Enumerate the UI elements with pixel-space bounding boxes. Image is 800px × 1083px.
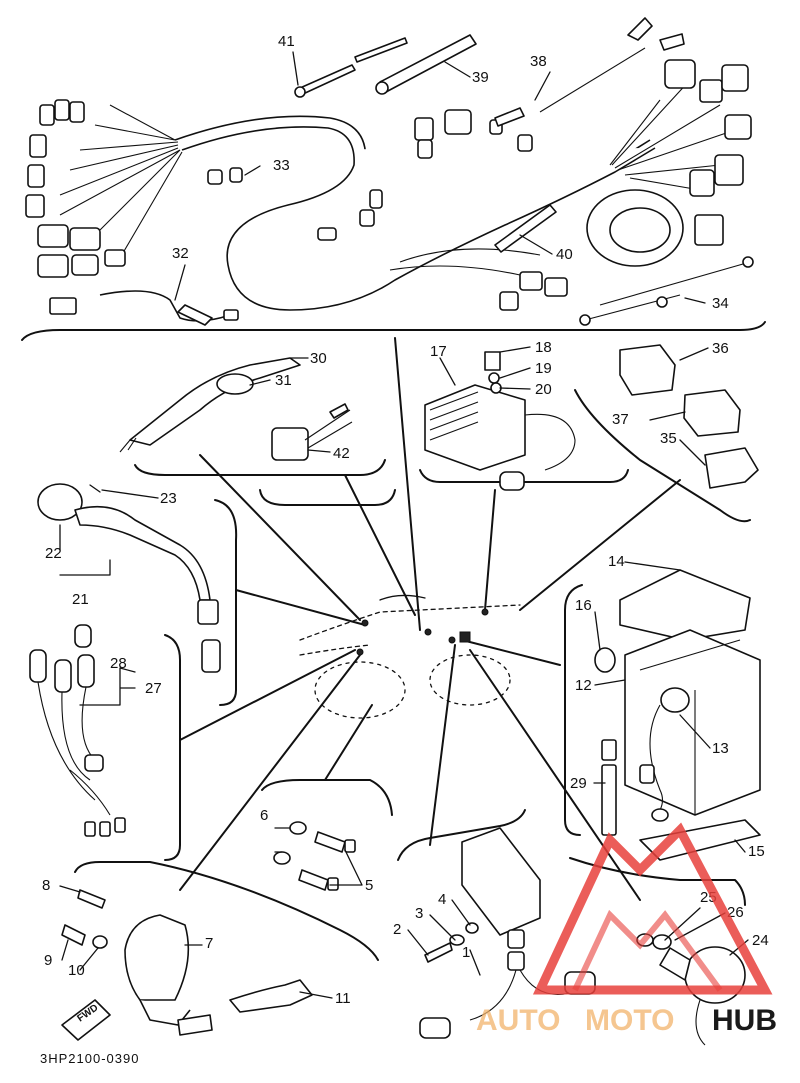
ignition-coil: FWD: [61, 889, 313, 1041]
watermark-text-moto: MOTO: [585, 1004, 674, 1037]
part-label-4: 4: [438, 891, 446, 908]
part-label-41: 41: [278, 33, 295, 50]
part-label-13: 13: [712, 740, 729, 757]
part-label-37: 37: [612, 411, 629, 428]
frame-outline: [299, 594, 521, 719]
bolts-group-5-6: [273, 821, 356, 891]
part-label-31: 31: [275, 372, 292, 389]
part-label-1: 1: [462, 944, 470, 961]
top-loose-parts: [99, 34, 754, 326]
part-labels: 1 2 3 4 5 6 7 8 9 10 11 12 13 14 15 16 1…: [42, 33, 769, 1007]
part-label-29: 29: [570, 775, 587, 792]
part-label-5: 5: [365, 877, 373, 894]
part-label-18: 18: [535, 339, 552, 356]
part-label-39: 39: [472, 69, 489, 86]
watermark-text-auto: AUTO: [476, 1004, 560, 1037]
part-label-15: 15: [748, 843, 765, 860]
part-label-21: 21: [72, 591, 89, 608]
part-label-11: 11: [335, 990, 351, 1007]
part-label-30: 30: [310, 350, 327, 367]
part-label-7: 7: [205, 935, 213, 952]
part-label-6: 6: [260, 807, 268, 824]
part-label-14: 14: [608, 553, 625, 570]
part-label-19: 19: [535, 360, 552, 377]
part-label-27: 27: [145, 680, 162, 697]
bulb-set: [29, 624, 126, 837]
group-brackets: [21, 321, 766, 961]
part-label-12: 12: [575, 677, 592, 694]
part-label-35: 35: [660, 430, 677, 447]
part-label-3: 3: [415, 905, 423, 922]
part-label-33: 33: [273, 157, 290, 174]
battery: [594, 569, 761, 861]
part-label-16: 16: [575, 597, 592, 614]
part-label-2: 2: [393, 921, 401, 938]
part-label-36: 36: [712, 340, 729, 357]
leader-lines: [179, 337, 681, 901]
part-label-22: 22: [45, 545, 62, 562]
main-switch: [37, 483, 221, 673]
part-label-20: 20: [535, 381, 552, 398]
cdi-unit: [419, 827, 596, 1039]
wire-harness: [25, 17, 752, 315]
part-label-8: 8: [42, 877, 50, 894]
part-label-23: 23: [160, 490, 177, 507]
drawing-code: 3HP2100-0390: [40, 1051, 139, 1066]
part-label-17: 17: [430, 343, 447, 360]
group-30-31-42: [119, 357, 353, 461]
part-label-38: 38: [530, 53, 547, 70]
part-label-28: 28: [110, 655, 127, 672]
part-label-40: 40: [556, 246, 573, 263]
label-leaders: [59, 51, 749, 999]
part-label-42: 42: [333, 445, 350, 462]
watermark-text-hub: HUB: [712, 1004, 777, 1037]
part-label-34: 34: [712, 295, 729, 312]
watermark-logo: AUTO MOTO HUB: [476, 822, 777, 1037]
part-label-10: 10: [68, 962, 85, 979]
terminal-covers: [619, 344, 759, 489]
part-label-9: 9: [44, 952, 52, 969]
regulator-rectifier: [424, 351, 576, 491]
part-label-24: 24: [752, 932, 769, 949]
part-label-32: 32: [172, 245, 189, 262]
